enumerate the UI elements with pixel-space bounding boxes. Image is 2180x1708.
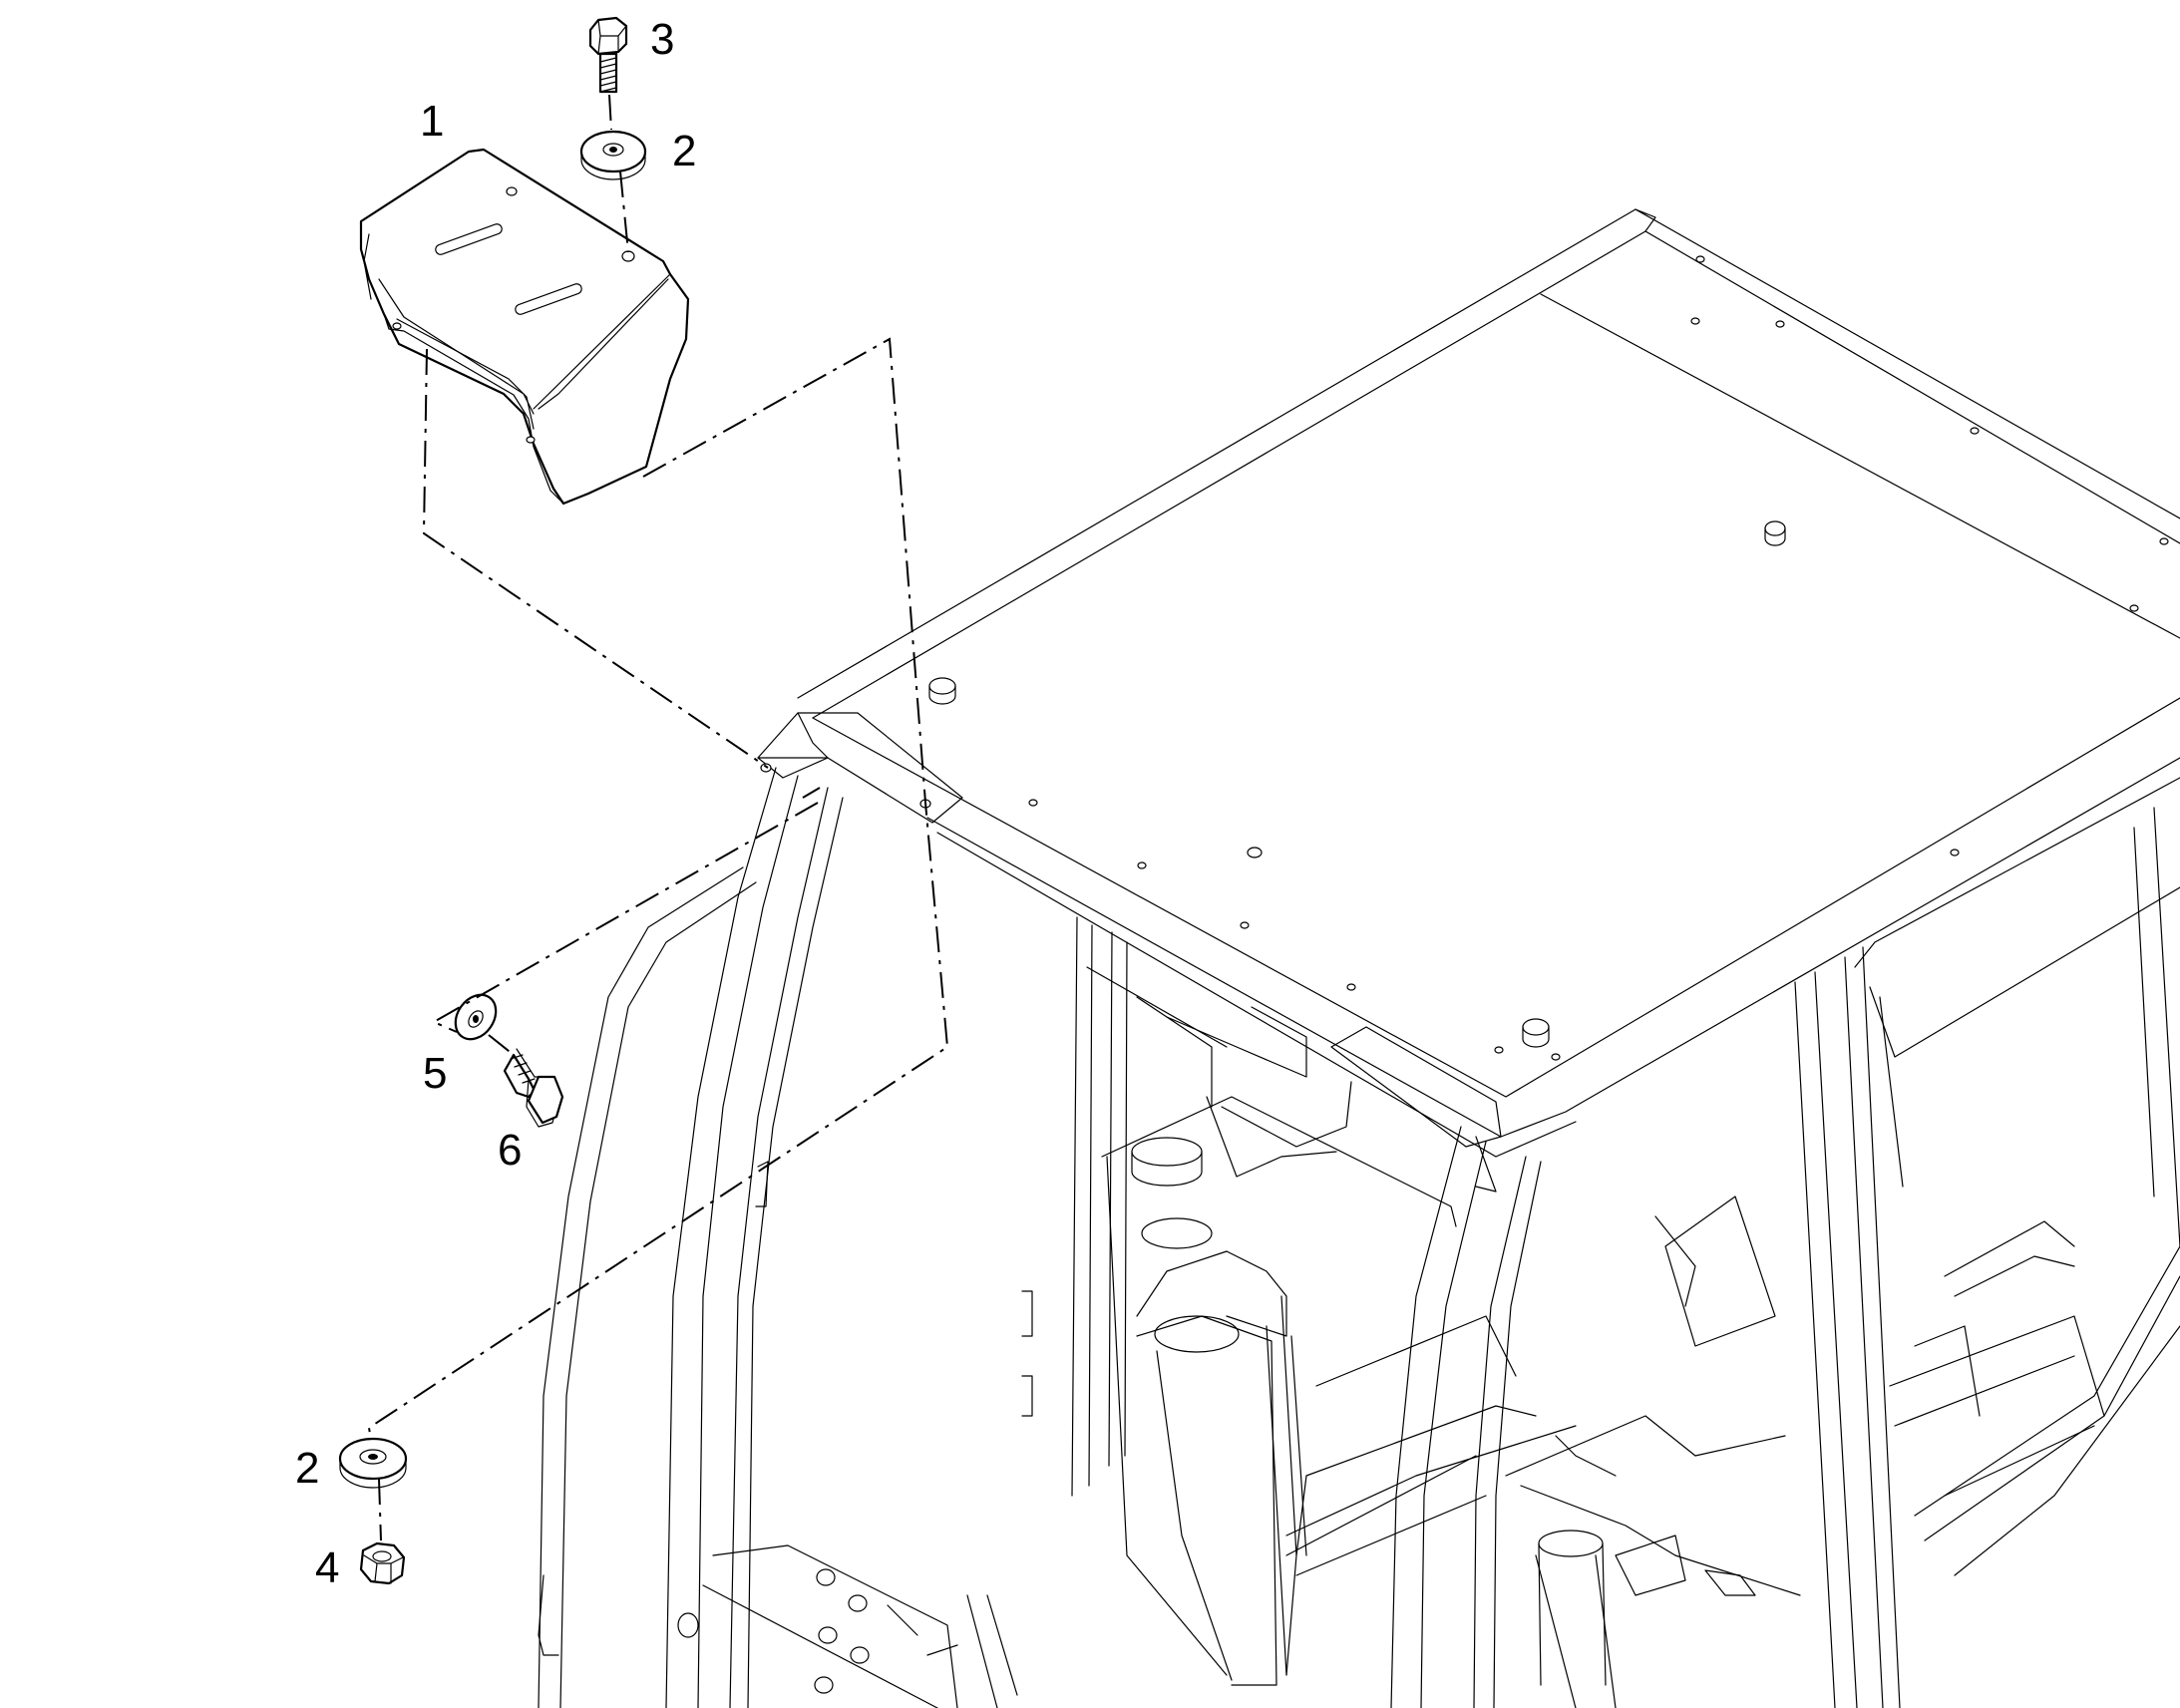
callout-1: 1 <box>420 97 445 146</box>
hex-bolt-part-6 <box>503 1048 564 1128</box>
roof-holes <box>760 255 2169 1061</box>
callout-4: 4 <box>315 1543 340 1592</box>
washer-part-5 <box>454 993 498 1041</box>
callout-5: 5 <box>423 1049 448 1098</box>
callout-2-bottom: 2 <box>295 1444 320 1493</box>
cover-plate-part-1 <box>359 148 690 506</box>
washer-part-2-bottom <box>338 1437 408 1489</box>
washer-part-2-top <box>579 130 647 180</box>
callout-6: 6 <box>498 1126 523 1175</box>
hex-nut-part-4 <box>359 1541 406 1585</box>
assembly-lines <box>367 94 949 1541</box>
callout-3: 3 <box>650 15 675 64</box>
cab-frame <box>538 208 2180 1708</box>
hex-bolt-part-3 <box>588 16 628 94</box>
callout-2-top: 2 <box>672 127 697 175</box>
